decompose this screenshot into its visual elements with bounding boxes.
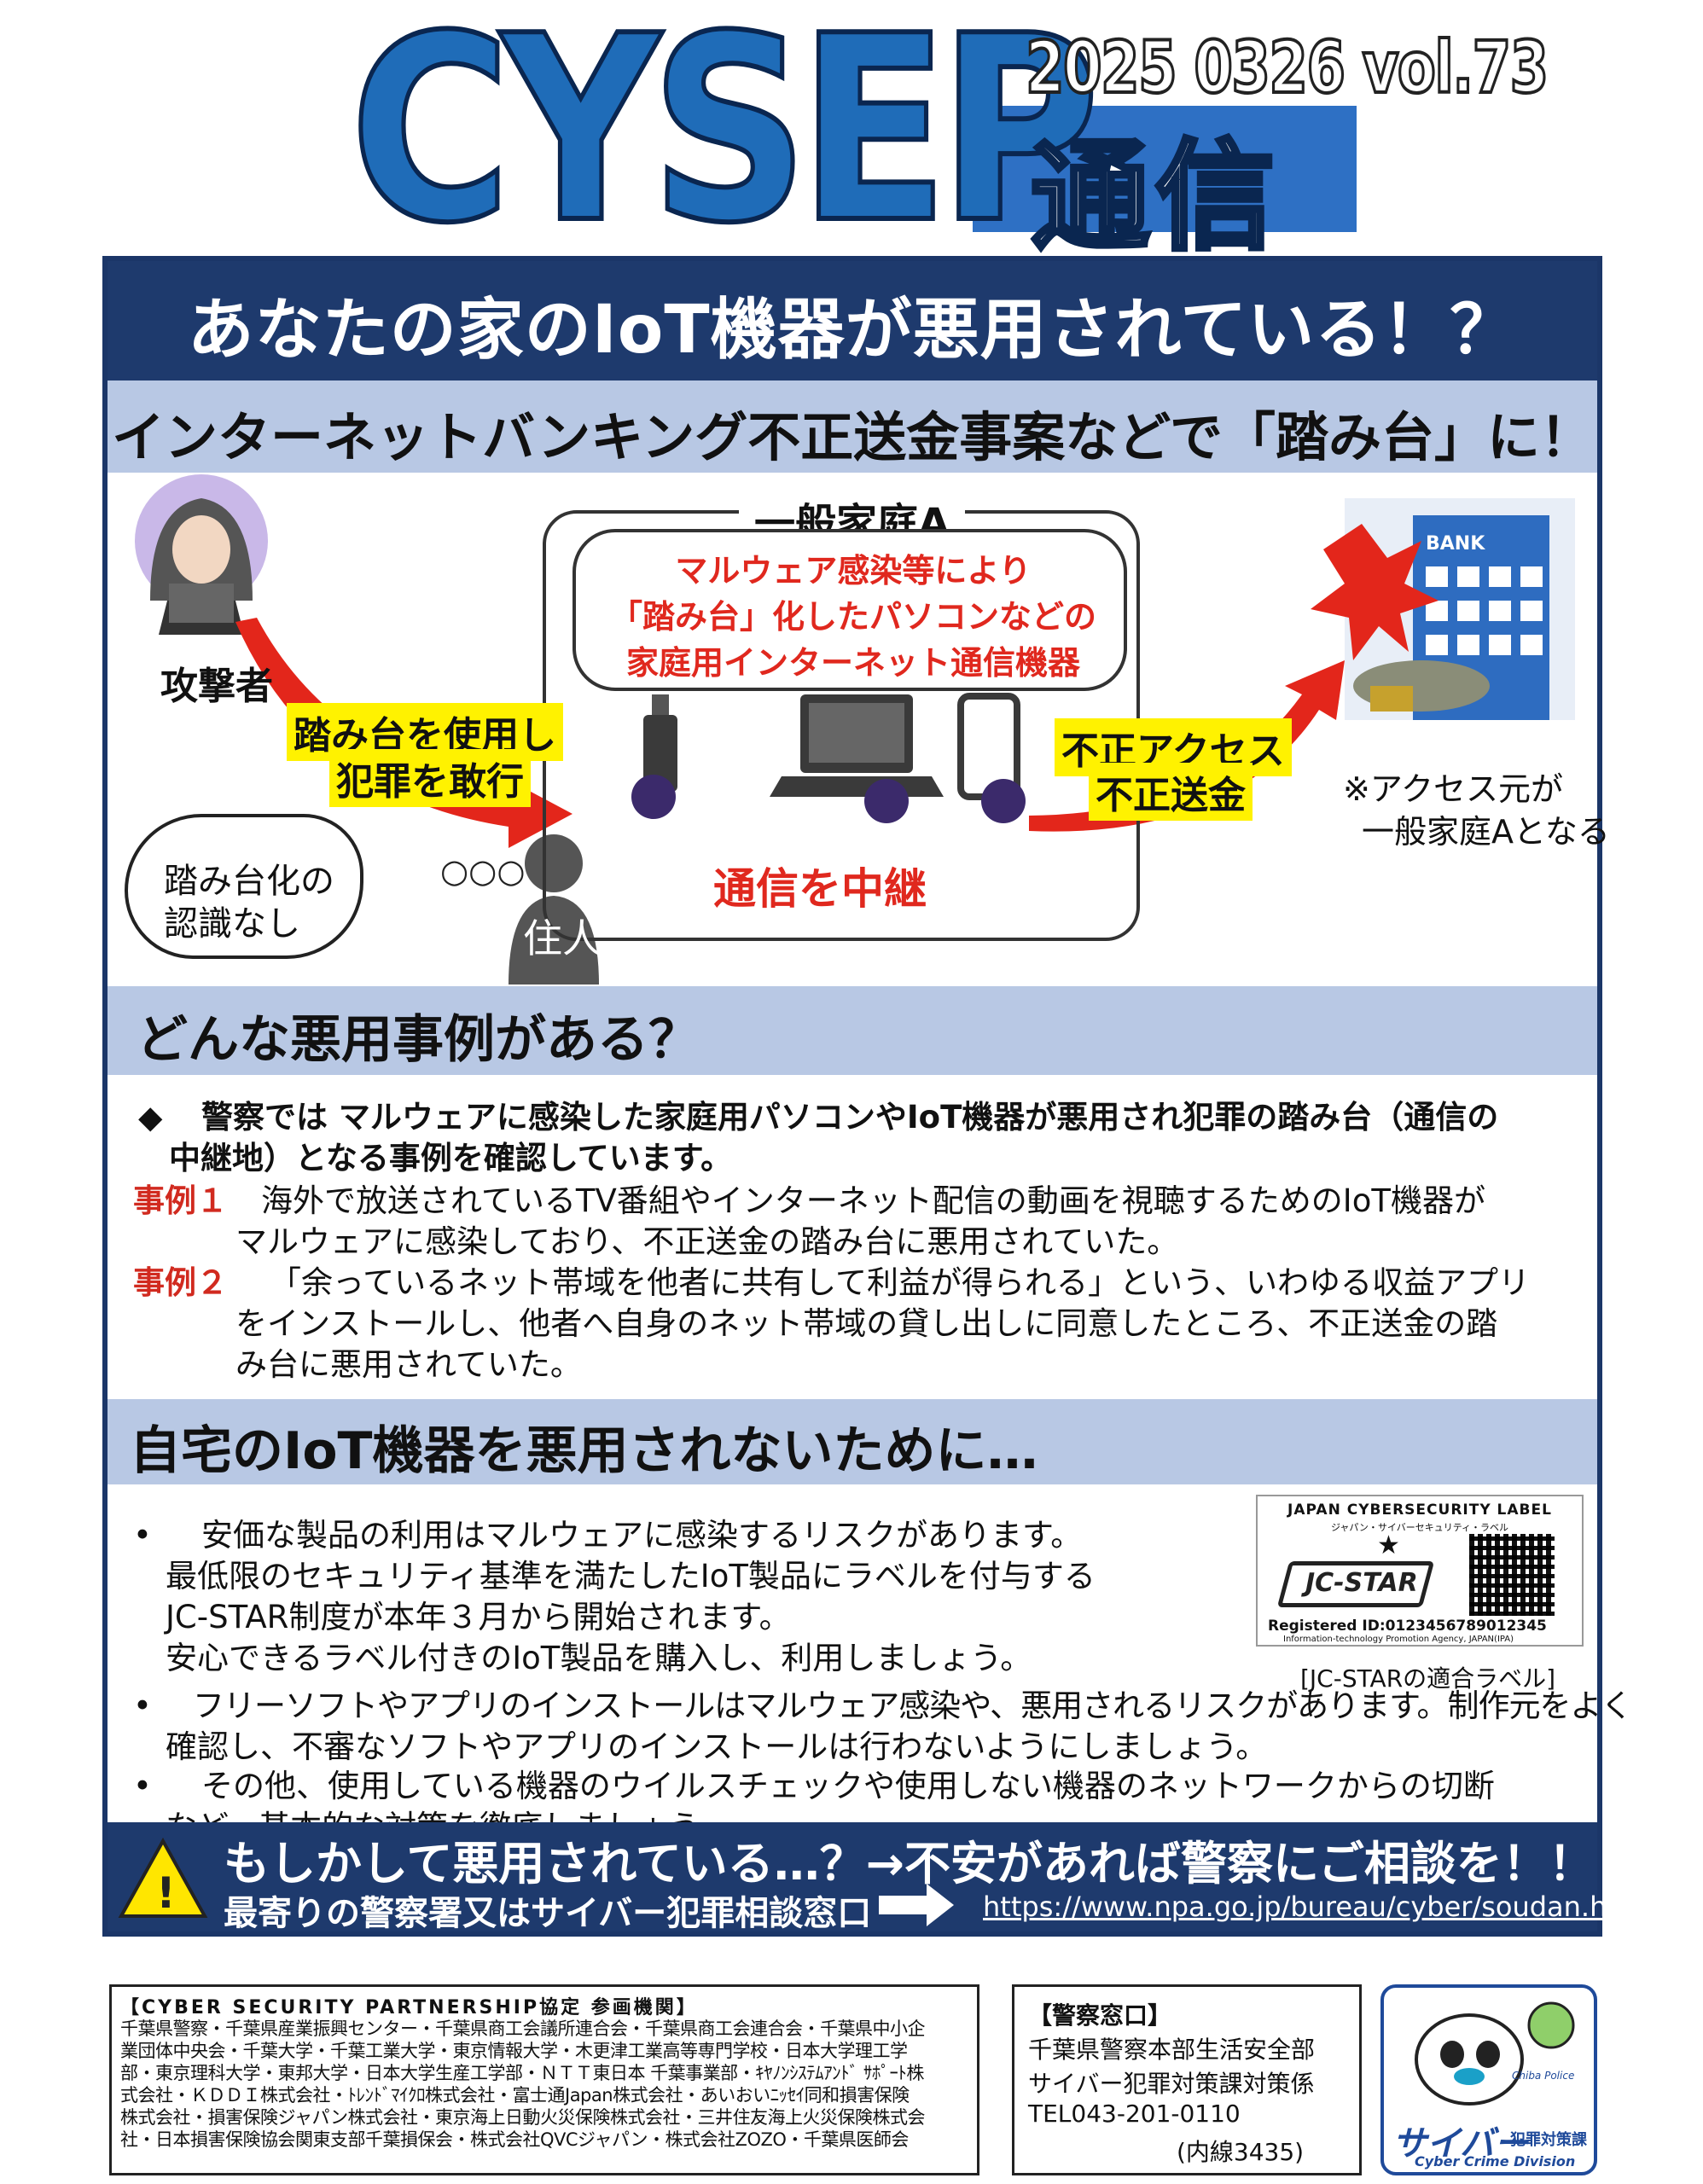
title-bar: あなたの家のIoT機器が悪用されている！？ bbox=[108, 261, 1597, 380]
speech-bubble: マルウェア感染等により 「踏み台」化したパソコンなどの 家庭用インターネット通信… bbox=[573, 529, 1127, 691]
speech-line-3: 家庭用インターネット通信機器 bbox=[625, 644, 1080, 682]
police-ext: (内線3435) bbox=[1177, 2138, 1305, 2166]
case-2-line-1: 「余っているネット帯域を他者に共有して利益が得られる」という、いわゆる収益アプリ bbox=[270, 1264, 1531, 1301]
cyber-crime-division-logo: Chiba Police サイバー 犯罪対策課 Cyber Crime Divi… bbox=[1380, 1984, 1597, 2175]
access-note-line-2: 一般家庭Aとなる bbox=[1362, 813, 1610, 851]
mascot-en: Cyber Crime Division bbox=[1415, 2153, 1576, 2169]
attack-diagram: BANK ○○○ 一般家庭A マルウェア感染等により 「踏み台 bbox=[108, 473, 1610, 985]
item-2-line-2: 確認し、不審なソフトやアプリのインストールは行わないようにしましょう。 bbox=[166, 1728, 1268, 1765]
item-1-line-4: 安心できるラベル付きのIoT製品を購入し、利用しましょう。 bbox=[166, 1640, 1032, 1676]
svg-text:!: ! bbox=[156, 1868, 176, 1918]
qr-code-icon bbox=[1469, 1534, 1555, 1616]
cases-intro-1: 警察では マルウェアに感染した家庭用パソコンやIoT機器が悪用され犯罪の踏み台（… bbox=[201, 1099, 1499, 1136]
item-1-line-2: 最低限のセキュリティ基準を満たしたIoT製品にラベルを付与する bbox=[166, 1558, 1096, 1594]
warning-icon: ! bbox=[118, 1837, 208, 1918]
case-1-line-1: 海外で放送されているTV番組やインターネット配信の動画を視聴するためのIoT機器… bbox=[261, 1182, 1485, 1219]
subtitle-bar: インターネットバンキング不正送金事案などで「踏み台」に！ bbox=[108, 380, 1597, 473]
subtitle: インターネットバンキング不正送金事案などで「踏み台」に！ bbox=[111, 406, 1593, 468]
item-1-line-1: 安価な製品の利用はマルウェアに感染するリスクがあります。 bbox=[201, 1517, 1083, 1554]
thought-line-1: 踏み台化の bbox=[164, 862, 334, 901]
section-prevention-title: 自宅のIoT機器を悪用されないために… bbox=[130, 1421, 1038, 1481]
case-2-line-2: をインストールし、他者へ自身のネット帯域の貸し出しに同意したところ、不正送金の踏 bbox=[235, 1305, 1498, 1342]
police-title: 【警察窓口】 bbox=[1028, 2001, 1172, 2030]
police-contact-box: 【警察窓口】 千葉県警察本部生活安全部 サイバー犯罪対策課対策係 TEL043-… bbox=[1012, 1984, 1362, 2175]
jc-star-label: JAPAN CYBERSECURITY LABEL ジャパン・サイバーセキュリテ… bbox=[1256, 1495, 1584, 1647]
mascot-tag: Chiba Police bbox=[1512, 2070, 1575, 2082]
partner-line-6: 社・日本損害保険協会関東支部千葉損保会・株式会社QVCジャパン・株式会社ZOZO… bbox=[120, 2129, 909, 2150]
speech-line-2: 「踏み台」化したパソコンなどの bbox=[609, 598, 1096, 636]
thought-line-2: 認識なし bbox=[164, 904, 300, 944]
masthead: CYSEP 2025 0326 vol.73 通信 bbox=[0, 0, 1703, 279]
main-title: あなたの家のIoT機器が悪用されている！？ bbox=[187, 292, 1518, 369]
bullet-1: • bbox=[133, 1517, 152, 1554]
partner-line-3: 部・東京理科大学・東邦大学・日本大学生産工学部・ＮＴＴ東日本 千葉事業部・ｷﾔﾉ… bbox=[120, 2063, 924, 2083]
police-dept: 千葉県警察本部生活安全部 bbox=[1028, 2036, 1316, 2064]
arrow-right-icon bbox=[879, 1884, 954, 1926]
fraudulent-transfer-label: 不正送金 bbox=[1089, 763, 1253, 821]
mascot-sub: 犯罪対策課 bbox=[1510, 2131, 1587, 2149]
cysep-logo: CYSEP bbox=[347, 0, 1101, 279]
jc-star-registered-id: Registered ID:0123456789012345 bbox=[1268, 1618, 1547, 1635]
case-1-line-2: マルウェアに感染しており、不正送金の踏み台に悪用されていた。 bbox=[235, 1223, 1179, 1260]
tsushin-banner bbox=[973, 106, 1357, 232]
partner-line-4: 式会社・ＫＤＤＩ株式会社・ﾄﾚﾝﾄﾞﾏｲｸﾛ株式会社・富士通Japan株式会社・… bbox=[120, 2085, 910, 2106]
partner-line-1: 千葉県警察・千葉県産業振興センター・千葉県商工会議所連合会・千葉県商工会連合会・… bbox=[120, 2018, 926, 2039]
bullet-2: • bbox=[133, 1687, 152, 1724]
partners-box: 【CYBER SECURITY PARTNERSHIP協定 参画機関】 千葉県警… bbox=[109, 1984, 979, 2175]
consult-sub-text: 最寄りの警察署又はサイバー犯罪相談窓口 bbox=[224, 1894, 872, 1933]
partners-title: 【CYBER SECURITY PARTNERSHIP協定 参画機関】 bbox=[120, 1997, 698, 2018]
consult-banner: ! もしかして悪用されている…？→不安があれば警察にご相談を！！ 最寄りの警察署… bbox=[108, 1822, 1652, 1933]
consult-url-link[interactable]: https://www.npa.go.jp/bureau/cyber/souda… bbox=[983, 1891, 1652, 1923]
mascot-name: サイバー bbox=[1392, 2124, 1529, 2164]
star-icon: ★ bbox=[1377, 1531, 1400, 1560]
speech-line-1: マルウェア感染等により bbox=[675, 552, 1032, 590]
item-1-line-3: JC-STAR制度が本年３月から開始されます。 bbox=[166, 1599, 791, 1635]
jc-star-header: JAPAN CYBERSECURITY LABEL bbox=[1287, 1502, 1552, 1519]
bank-building-icon: BANK bbox=[1311, 498, 1575, 720]
diamond-bullet: ◆ bbox=[138, 1099, 163, 1136]
attack-arrow bbox=[235, 618, 573, 848]
main-frame: あなたの家のIoT機器が悪用されている！？ インターネットバンキング不正送金事案… bbox=[102, 256, 1652, 1937]
hacker-icon bbox=[135, 474, 268, 635]
partner-line-5: 株式会社・損害保険ジャパン株式会社・東京海上日動火災保険株式会社・三井住友海上火… bbox=[120, 2107, 926, 2128]
jc-star-header-kana: ジャパン・サイバーセキュリティ・ラベル bbox=[1330, 1522, 1509, 1533]
mascot-icon bbox=[1415, 2001, 1575, 2106]
device-usb-icon bbox=[643, 694, 677, 792]
item-2-line-1: フリーソフトやアプリのインストールはマルウェア感染や、悪用されるリスクがあります… bbox=[193, 1687, 1632, 1724]
police-tel: TEL043-201-0110 bbox=[1028, 2100, 1241, 2128]
thought-dots: ○○○ bbox=[440, 852, 525, 890]
malware-virus-icons bbox=[631, 775, 1026, 823]
section-prevention-header: 自宅のIoT機器を悪用されないために… bbox=[108, 1399, 1597, 1484]
resident-label: 住人 bbox=[523, 915, 602, 961]
issue-date: 2025 0326 vol.73 bbox=[1024, 24, 1549, 111]
bullet-3: • bbox=[133, 1768, 152, 1804]
jc-star-issuer: Information-technology Promotion Agency,… bbox=[1283, 1635, 1514, 1644]
section-cases-title: どんな悪用事例がある？ bbox=[137, 1010, 700, 1070]
section-cases-header: どんな悪用事例がある？ bbox=[108, 986, 1597, 1075]
tsushin-label: 通信 bbox=[1028, 126, 1281, 270]
cases-intro-2: 中継地）となる事例を確認しています。 bbox=[169, 1140, 733, 1176]
consult-main-text: もしかして悪用されている…？→不安があれば警察にご相談を！！ bbox=[224, 1837, 1595, 1891]
police-section: サイバー犯罪対策課対策係 bbox=[1028, 2070, 1315, 2098]
partner-line-2: 業団体中央会・千葉大学・千葉工業大学・東京情報大学・木更津工業高等専門学校・日本… bbox=[120, 2041, 908, 2061]
bank-sign: BANK bbox=[1426, 533, 1485, 555]
attack-label-2: 犯罪を敢行 bbox=[329, 749, 531, 807]
case-1-label: 事例１ bbox=[133, 1182, 228, 1219]
case-2-line-3: み台に悪用されていた。 bbox=[235, 1346, 582, 1383]
relay-label: 通信を中継 bbox=[713, 864, 927, 914]
access-note-line-1: ※アクセス元が bbox=[1343, 770, 1563, 808]
thought-cloud bbox=[125, 814, 363, 959]
item-3-line-1: その他、使用している機器のウイルスチェックや使用しない機器のネットワークからの切… bbox=[201, 1768, 1495, 1804]
case-2-label: 事例２ bbox=[133, 1264, 228, 1301]
jc-star-caption: [JC-STARの適合ラベル] bbox=[1300, 1664, 1556, 1693]
section-cases-body: ◆ 警察では マルウェアに感染した家庭用パソコンやIoT機器が悪用され犯罪の踏み… bbox=[108, 1075, 1597, 1399]
jc-star-logo: JC-STAR bbox=[1305, 1568, 1418, 1598]
attacker-label: 攻撃者 bbox=[160, 665, 273, 708]
